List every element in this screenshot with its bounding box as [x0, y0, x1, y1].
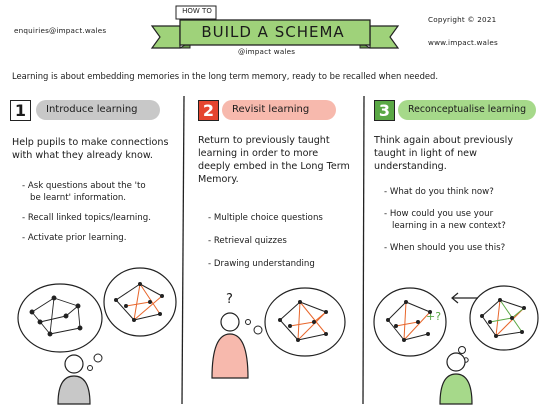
title-banner [150, 5, 400, 49]
list-item: - Retrieval quizzes [208, 236, 287, 246]
brain-network-icon [29, 295, 83, 337]
question-mark: ? [226, 292, 233, 307]
column-1-bullets: - Ask questions about the 'to be learnt'… [22, 180, 151, 244]
brain-network-icon [278, 300, 328, 342]
thought-cloud [469, 285, 539, 351]
column-2-title: Revisit learning [222, 100, 336, 120]
column-2-lead: Return to previously taught learning in … [198, 135, 350, 185]
column-2-number: 2 [202, 101, 215, 120]
list-item: learning in a new context? [392, 221, 506, 231]
arrow-left-icon [451, 292, 478, 304]
list-item: - How could you use your [384, 209, 494, 219]
list-item: be learnt' information. [30, 193, 127, 203]
thought-cloud [103, 267, 177, 337]
list-item: - Recall linked topics/learning. [22, 213, 151, 223]
list-item: - Multiple choice questions [208, 213, 323, 223]
column-3-number: 3 [378, 101, 391, 120]
thought-cloud [17, 283, 103, 353]
thought-cloud [264, 287, 346, 357]
column-3-bullets: - What do you think now? - How could you… [384, 186, 506, 254]
email-text: enquiries@impact.wales [14, 26, 107, 35]
column-1-title: Introduce learning [36, 100, 160, 120]
column-3-number-box: 3 [374, 100, 395, 121]
intro-text: Learning is about embedding memories in … [12, 71, 439, 81]
column-1-number: 1 [14, 101, 27, 120]
banner-small-label: HOW TO [182, 7, 212, 15]
person-icon [57, 354, 91, 405]
list-item: - When should you use this? [384, 243, 506, 253]
list-item: - What do you think now? [384, 187, 494, 197]
column-1-number-box: 1 [10, 100, 31, 121]
person-icon [439, 352, 473, 405]
banner-handle: @impact wales [238, 47, 296, 56]
list-item: - Ask questions about the 'to [22, 181, 146, 191]
copyright-text: Copyright © 2021 [428, 15, 497, 24]
list-item: - Drawing understanding [208, 259, 315, 269]
brain-network-icon [480, 298, 526, 338]
column-2-bullets: - Multiple choice questions - Retrieval … [208, 212, 323, 270]
brain-network-icon [114, 282, 164, 322]
column-3-title: Reconceptualise learning [398, 100, 536, 120]
person-icon [211, 312, 249, 379]
column-1-lead: Help pupils to make connections with wha… [12, 137, 169, 161]
column-3-lead: Think again about previously taught in l… [374, 135, 514, 172]
thought-cloud [373, 287, 447, 357]
brain-network-icon [386, 300, 432, 342]
page-title: BUILD A SCHEMA [201, 23, 345, 41]
website-link[interactable]: www.impact.wales [428, 38, 498, 47]
column-2-number-box: 2 [198, 100, 219, 121]
list-item: - Activate prior learning. [22, 233, 127, 243]
